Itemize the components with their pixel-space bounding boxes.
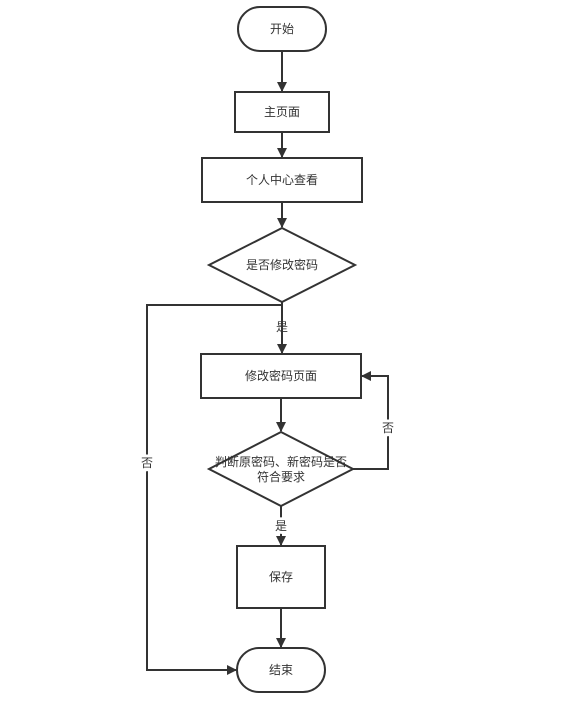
- save-node: [236, 545, 326, 609]
- change-page-node: [200, 353, 362, 399]
- profile-node: [201, 157, 363, 203]
- change-page-label: 修改密码页面: [245, 368, 317, 383]
- save-label: 保存: [269, 570, 293, 584]
- home-node: [234, 91, 330, 133]
- decision-check-node: [206, 430, 356, 508]
- end-label: 结束: [269, 663, 293, 677]
- home-label: 主页面: [264, 105, 300, 119]
- edge-label-no-check: 否: [382, 421, 394, 435]
- edge-label-yes-check: 是: [275, 519, 287, 533]
- edge-label-yes-change: 是: [276, 320, 288, 334]
- edge-check-no: [353, 371, 389, 470]
- profile-label: 个人中心查看: [246, 172, 318, 187]
- decision-check-label-line1: 判断原密码、新密码是否: [215, 454, 347, 469]
- decision-change-node: [206, 226, 358, 304]
- decision-check-label-line2: 符合要求: [257, 469, 305, 484]
- edge-label-no-change: 否: [141, 456, 153, 470]
- edge-decision-no: [146, 304, 282, 675]
- end-node: [236, 647, 326, 693]
- start-label: 开始: [270, 22, 294, 36]
- start-node: [237, 6, 327, 52]
- decision-change-label: 是否修改密码: [246, 257, 318, 272]
